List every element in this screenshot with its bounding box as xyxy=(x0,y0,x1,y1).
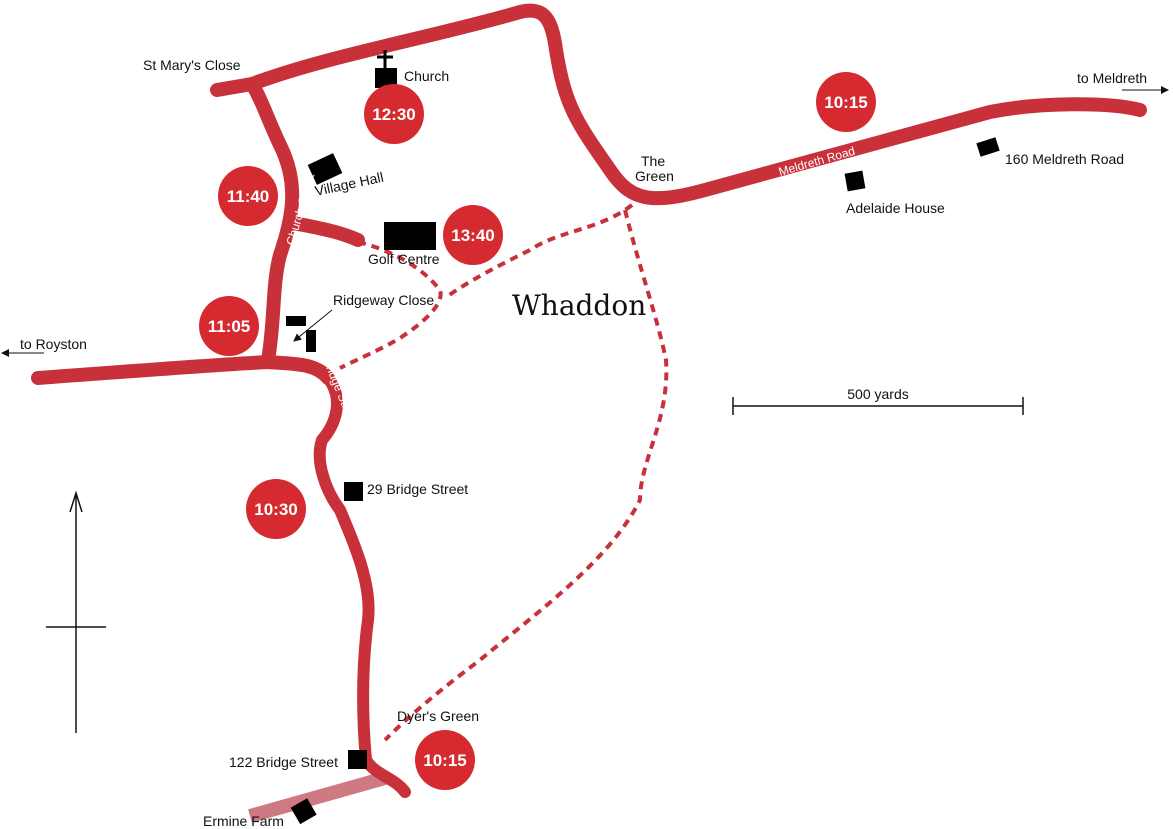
meldreth-160-building xyxy=(976,137,1000,157)
buildings xyxy=(286,50,1000,825)
main-loop-road xyxy=(210,3,1147,206)
time-badge-church-street-text: 11:40 xyxy=(227,187,270,206)
village-title: Whaddon xyxy=(512,289,646,322)
golf-centre-spur xyxy=(291,217,365,247)
road-network xyxy=(31,3,1147,798)
north-arrow-icon xyxy=(46,490,106,733)
church-label: Church xyxy=(404,68,449,84)
time-badge-golf-centre-text: 13:40 xyxy=(451,226,494,245)
golf-centre-building xyxy=(384,222,436,250)
time-badge-dyers-green-text: 10:15 xyxy=(423,751,466,770)
time-badge-golf-centre: 13:40 xyxy=(443,205,503,265)
footpath-east xyxy=(383,209,669,742)
bridge-29-building xyxy=(344,482,363,501)
church-cross-icon xyxy=(377,50,393,70)
time-badge-bridge-street: 10:30 xyxy=(246,479,306,539)
the-green-label-line2: Green xyxy=(635,168,674,184)
royston-road xyxy=(31,355,335,385)
church-street-road xyxy=(245,77,300,367)
village-hall-building xyxy=(307,153,343,185)
faded-road xyxy=(248,771,387,823)
church-building xyxy=(375,68,397,88)
ridgeway-building-1 xyxy=(286,316,306,326)
time-badge-bridge-street-text: 10:30 xyxy=(254,500,297,519)
time-badge-church-text: 12:30 xyxy=(372,105,415,124)
ridgeway-building-2 xyxy=(306,330,316,352)
time-badge-ridgeway-text: 11:05 xyxy=(208,317,251,336)
scale-bar xyxy=(732,397,1024,415)
meldreth-road-label: Meldreth Road xyxy=(777,144,857,179)
ridgeway-pointer-arrow xyxy=(293,309,333,342)
bridge-122-building xyxy=(348,750,367,769)
ermine-farm-building xyxy=(290,798,317,825)
scale-bar-label: 500 yards xyxy=(847,386,908,402)
footpath-golf xyxy=(339,240,443,370)
footpaths xyxy=(339,203,669,742)
to-royston-label: to Royston xyxy=(20,336,87,352)
the-green-label-line1: The xyxy=(641,153,665,169)
time-badge-church: 12:30 xyxy=(364,84,424,144)
time-badge-meldreth-road-text: 10:15 xyxy=(824,93,867,112)
time-badge-ridgeway: 11:05 xyxy=(199,296,259,356)
footpath-green xyxy=(443,203,634,300)
time-badge-church-street: 11:40 xyxy=(218,166,278,226)
adelaide-house-label: Adelaide House xyxy=(846,200,945,216)
golf-centre-label: Golf Centre xyxy=(368,251,440,267)
time-badge-dyers-green: 10:15 xyxy=(415,730,475,790)
time-badge-meldreth-road: 10:15 xyxy=(816,72,876,132)
dyers-green-label: Dyer's Green xyxy=(397,708,479,724)
ridgeway-close-label: Ridgeway Close xyxy=(333,292,434,308)
st-marys-close-label: St Mary's Close xyxy=(143,57,241,73)
bridge-122-label: 122 Bridge Street xyxy=(229,754,338,770)
ermine-farm-label: Ermine Farm xyxy=(203,813,284,829)
bridge-street-road xyxy=(313,372,411,798)
adelaide-house-building xyxy=(844,170,866,192)
meldreth-160-label: 160 Meldreth Road xyxy=(1005,151,1124,167)
bridge-29-label: 29 Bridge Street xyxy=(367,481,468,497)
to-meldreth-label: to Meldreth xyxy=(1077,70,1147,86)
